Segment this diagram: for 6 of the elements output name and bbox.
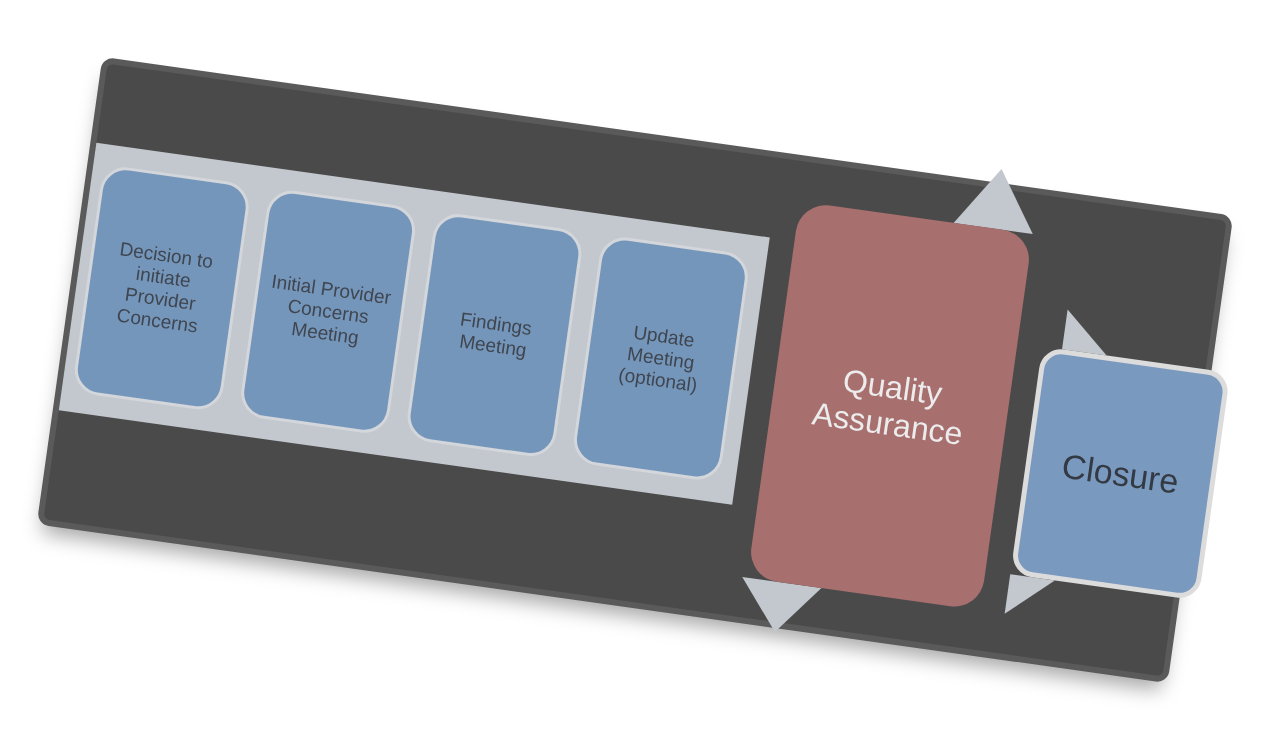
step-label: Quality Assurance <box>809 361 966 454</box>
step-label: Decision to initiate Provider Concerns <box>114 237 216 339</box>
step-label: Closure <box>1059 446 1182 501</box>
step-label: Findings Meeting <box>457 307 535 363</box>
step-label: Update Meeting (optional) <box>616 320 700 398</box>
step-label: Initial Provider Concerns Meeting <box>269 270 394 351</box>
